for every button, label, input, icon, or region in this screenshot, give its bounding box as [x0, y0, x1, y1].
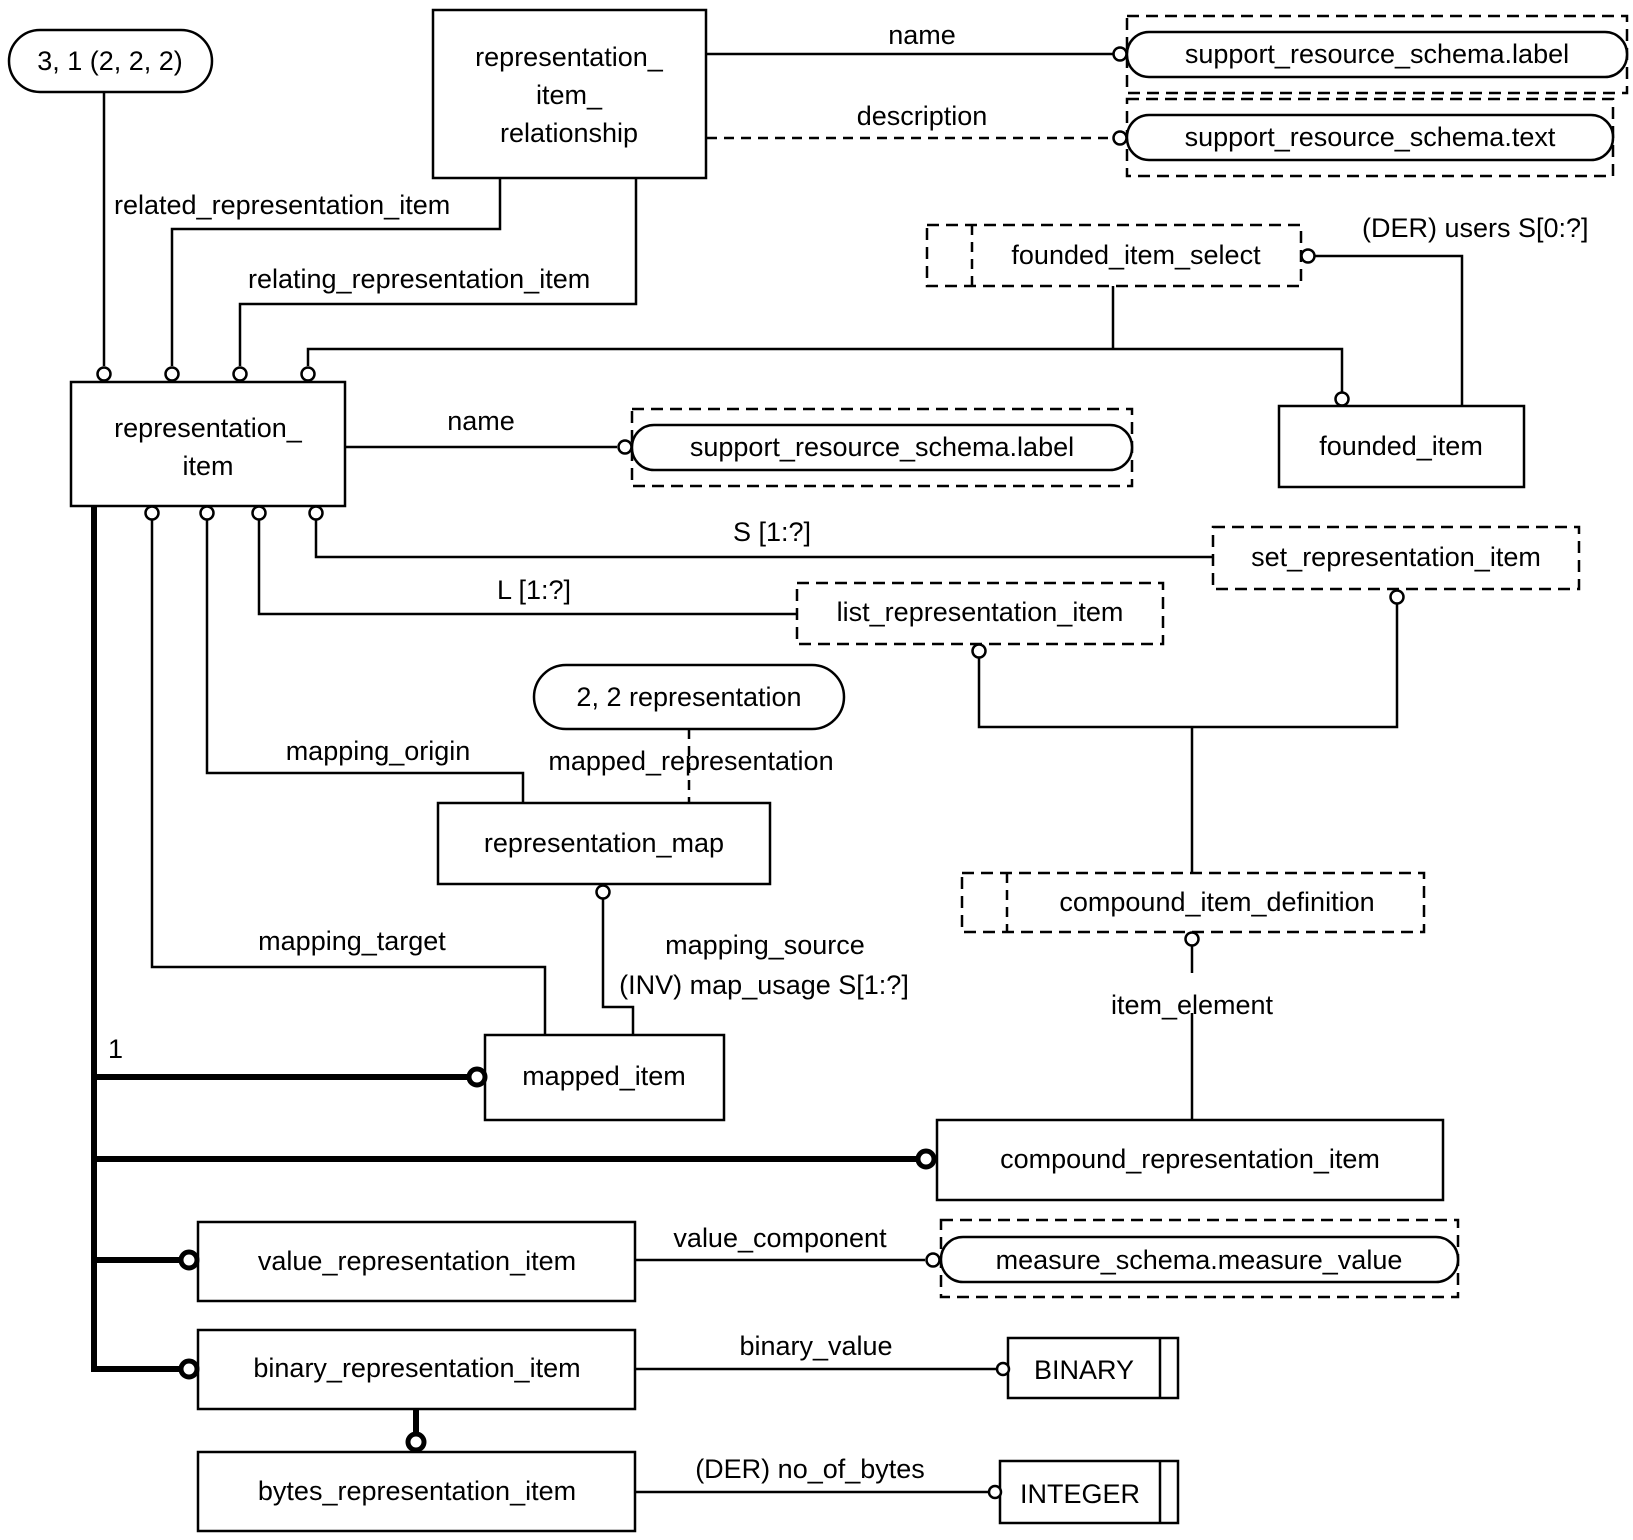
circle-compound-def-bottom — [1184, 931, 1200, 947]
circle-subtype-value — [178, 1249, 200, 1271]
entity-bytes-representation-item[interactable]: bytes_representation_item — [196, 1450, 637, 1533]
entity-founded-item[interactable]: founded_item — [1277, 404, 1526, 489]
circle-measure-value — [925, 1252, 941, 1268]
page-ref-representation-label: 2, 2 representation — [576, 682, 801, 712]
select-compound-item-definition[interactable]: compound_item_definition — [960, 871, 1426, 934]
binary-type-label: BINARY — [1034, 1355, 1134, 1385]
label-users: (DER) users S[0:?] — [1362, 213, 1589, 243]
mapped-item-label: mapped_item — [522, 1061, 686, 1091]
value-representation-item-label: value_representation_item — [258, 1246, 576, 1276]
entity-binary-representation-item[interactable]: binary_representation_item — [196, 1328, 637, 1411]
measure-value-text: measure_schema.measure_value — [996, 1245, 1403, 1275]
list-representation-item-label: list_representation_item — [837, 597, 1124, 627]
entity-representation-map[interactable]: representation_map — [436, 801, 772, 886]
page-ref-3-1[interactable]: 3, 1 (2, 2, 2) — [7, 28, 214, 94]
relating-representation-item-line — [238, 178, 638, 366]
founded-item-select-label: founded_item_select — [1011, 240, 1261, 270]
entity-representation-item[interactable]: representation_ item — [69, 380, 347, 508]
type-list-representation-item[interactable]: list_representation_item — [795, 581, 1165, 646]
label-rir-description: description — [857, 101, 988, 131]
label-ri-name: name — [447, 406, 515, 436]
label-relating-representation-item: relating_representation_item — [248, 264, 590, 294]
binary-representation-item-label: binary_representation_item — [253, 1353, 580, 1383]
label-set-cardinality: S [1:?] — [733, 517, 811, 547]
type-set-representation-item[interactable]: set_representation_item — [1211, 525, 1581, 591]
circle-subtype-binary — [178, 1358, 200, 1380]
circle-subtype-mapped-item — [466, 1066, 488, 1088]
compound-item-definition-label: compound_item_definition — [1059, 887, 1374, 917]
circle-binary-type — [995, 1361, 1011, 1377]
founded-item-label: founded_item — [1319, 431, 1483, 461]
integer-type-label: INTEGER — [1020, 1479, 1140, 1509]
simple-type-binary[interactable]: BINARY — [1006, 1336, 1180, 1400]
mapping-source-line — [601, 899, 635, 1035]
representation-map-label: representation_map — [484, 828, 724, 858]
entity-compound-representation-item[interactable]: compound_representation_item — [935, 1118, 1445, 1202]
entity-mapped-item[interactable]: mapped_item — [483, 1033, 726, 1122]
srs-text-text: support_resource_schema.text — [1185, 122, 1556, 152]
related-representation-item-line — [170, 178, 502, 366]
circle-founded-item-top — [1334, 391, 1350, 407]
users-line — [1315, 254, 1464, 406]
label-mapped-representation: mapped_representation — [548, 746, 833, 776]
circle-srs-label-top — [1112, 46, 1128, 62]
circle-subtype-compound — [915, 1148, 937, 1170]
select-founded-item-select[interactable]: founded_item_select — [925, 223, 1303, 288]
set-items-line — [314, 517, 1213, 559]
list-set-tree-line — [977, 603, 1399, 729]
label-mapping-origin: mapping_origin — [286, 736, 471, 766]
srs-label-top-text: support_resource_schema.label — [1185, 39, 1569, 69]
label-mapping-source: mapping_source — [665, 930, 865, 960]
mapping-target-line — [150, 517, 547, 1035]
rir-label-line3: relationship — [500, 118, 638, 148]
bytes-representation-item-label: bytes_representation_item — [258, 1476, 576, 1506]
circle-ri-bottom-3 — [251, 505, 267, 521]
mapping-origin-line — [205, 517, 525, 803]
circle-list-bottom — [971, 643, 987, 659]
rir-label-line1: representation_ — [475, 42, 664, 72]
circle-ri-bottom-1 — [144, 505, 160, 521]
circle-ri-top-1 — [96, 366, 112, 382]
ri-label-line1: representation_ — [114, 413, 303, 443]
circle-ri-top-3 — [232, 366, 248, 382]
label-binary-value: binary_value — [739, 1331, 892, 1361]
compound-representation-item-label: compound_representation_item — [1000, 1144, 1380, 1174]
circle-representation-map-bottom — [595, 884, 611, 900]
ext-ref-srs-text[interactable]: support_resource_schema.text — [1125, 97, 1615, 178]
circle-subtype-bytes — [405, 1431, 427, 1453]
circle-set-bottom — [1389, 589, 1405, 605]
ext-ref-srs-label-top[interactable]: support_resource_schema.label — [1125, 14, 1629, 95]
page-ref-3-1-label: 3, 1 (2, 2, 2) — [37, 46, 183, 76]
ext-ref-measure-value[interactable]: measure_schema.measure_value — [939, 1218, 1460, 1299]
page-ref-representation[interactable]: 2, 2 representation — [532, 663, 846, 731]
circle-founded-item-select-users — [1300, 248, 1316, 264]
label-one-of: 1 — [108, 1034, 123, 1064]
set-representation-item-label: set_representation_item — [1251, 542, 1541, 572]
circle-integer-type — [987, 1484, 1003, 1500]
circle-ri-bottom-4 — [308, 505, 324, 521]
circle-srs-text — [1112, 130, 1128, 146]
srs-label-mid-text: support_resource_schema.label — [690, 432, 1074, 462]
ri-label-line2: item — [182, 451, 233, 481]
label-rir-name: name — [888, 20, 956, 50]
label-no-of-bytes: (DER) no_of_bytes — [695, 1454, 925, 1484]
circle-srs-label-mid — [617, 439, 633, 455]
simple-type-integer[interactable]: INTEGER — [998, 1459, 1180, 1525]
circle-ri-bottom-2 — [199, 505, 215, 521]
founded-item-select-tree-line — [306, 347, 1344, 393]
list-items-line — [257, 517, 797, 616]
label-related-representation-item: related_representation_item — [114, 190, 450, 220]
rir-label-line2: item_ — [536, 80, 603, 110]
label-mapping-target: mapping_target — [258, 926, 446, 956]
label-value-component: value_component — [673, 1223, 887, 1253]
label-item-element: item_element — [1111, 990, 1274, 1020]
label-list-cardinality: L [1:?] — [497, 575, 571, 605]
entity-value-representation-item[interactable]: value_representation_item — [196, 1220, 637, 1303]
label-map-usage: (INV) map_usage S[1:?] — [619, 970, 909, 1000]
circle-ri-top-4 — [300, 366, 316, 382]
entity-representation-item-relationship[interactable]: representation_ item_ relationship — [431, 8, 708, 180]
ext-ref-srs-label-mid[interactable]: support_resource_schema.label — [630, 407, 1134, 488]
circle-ri-top-2 — [164, 366, 180, 382]
